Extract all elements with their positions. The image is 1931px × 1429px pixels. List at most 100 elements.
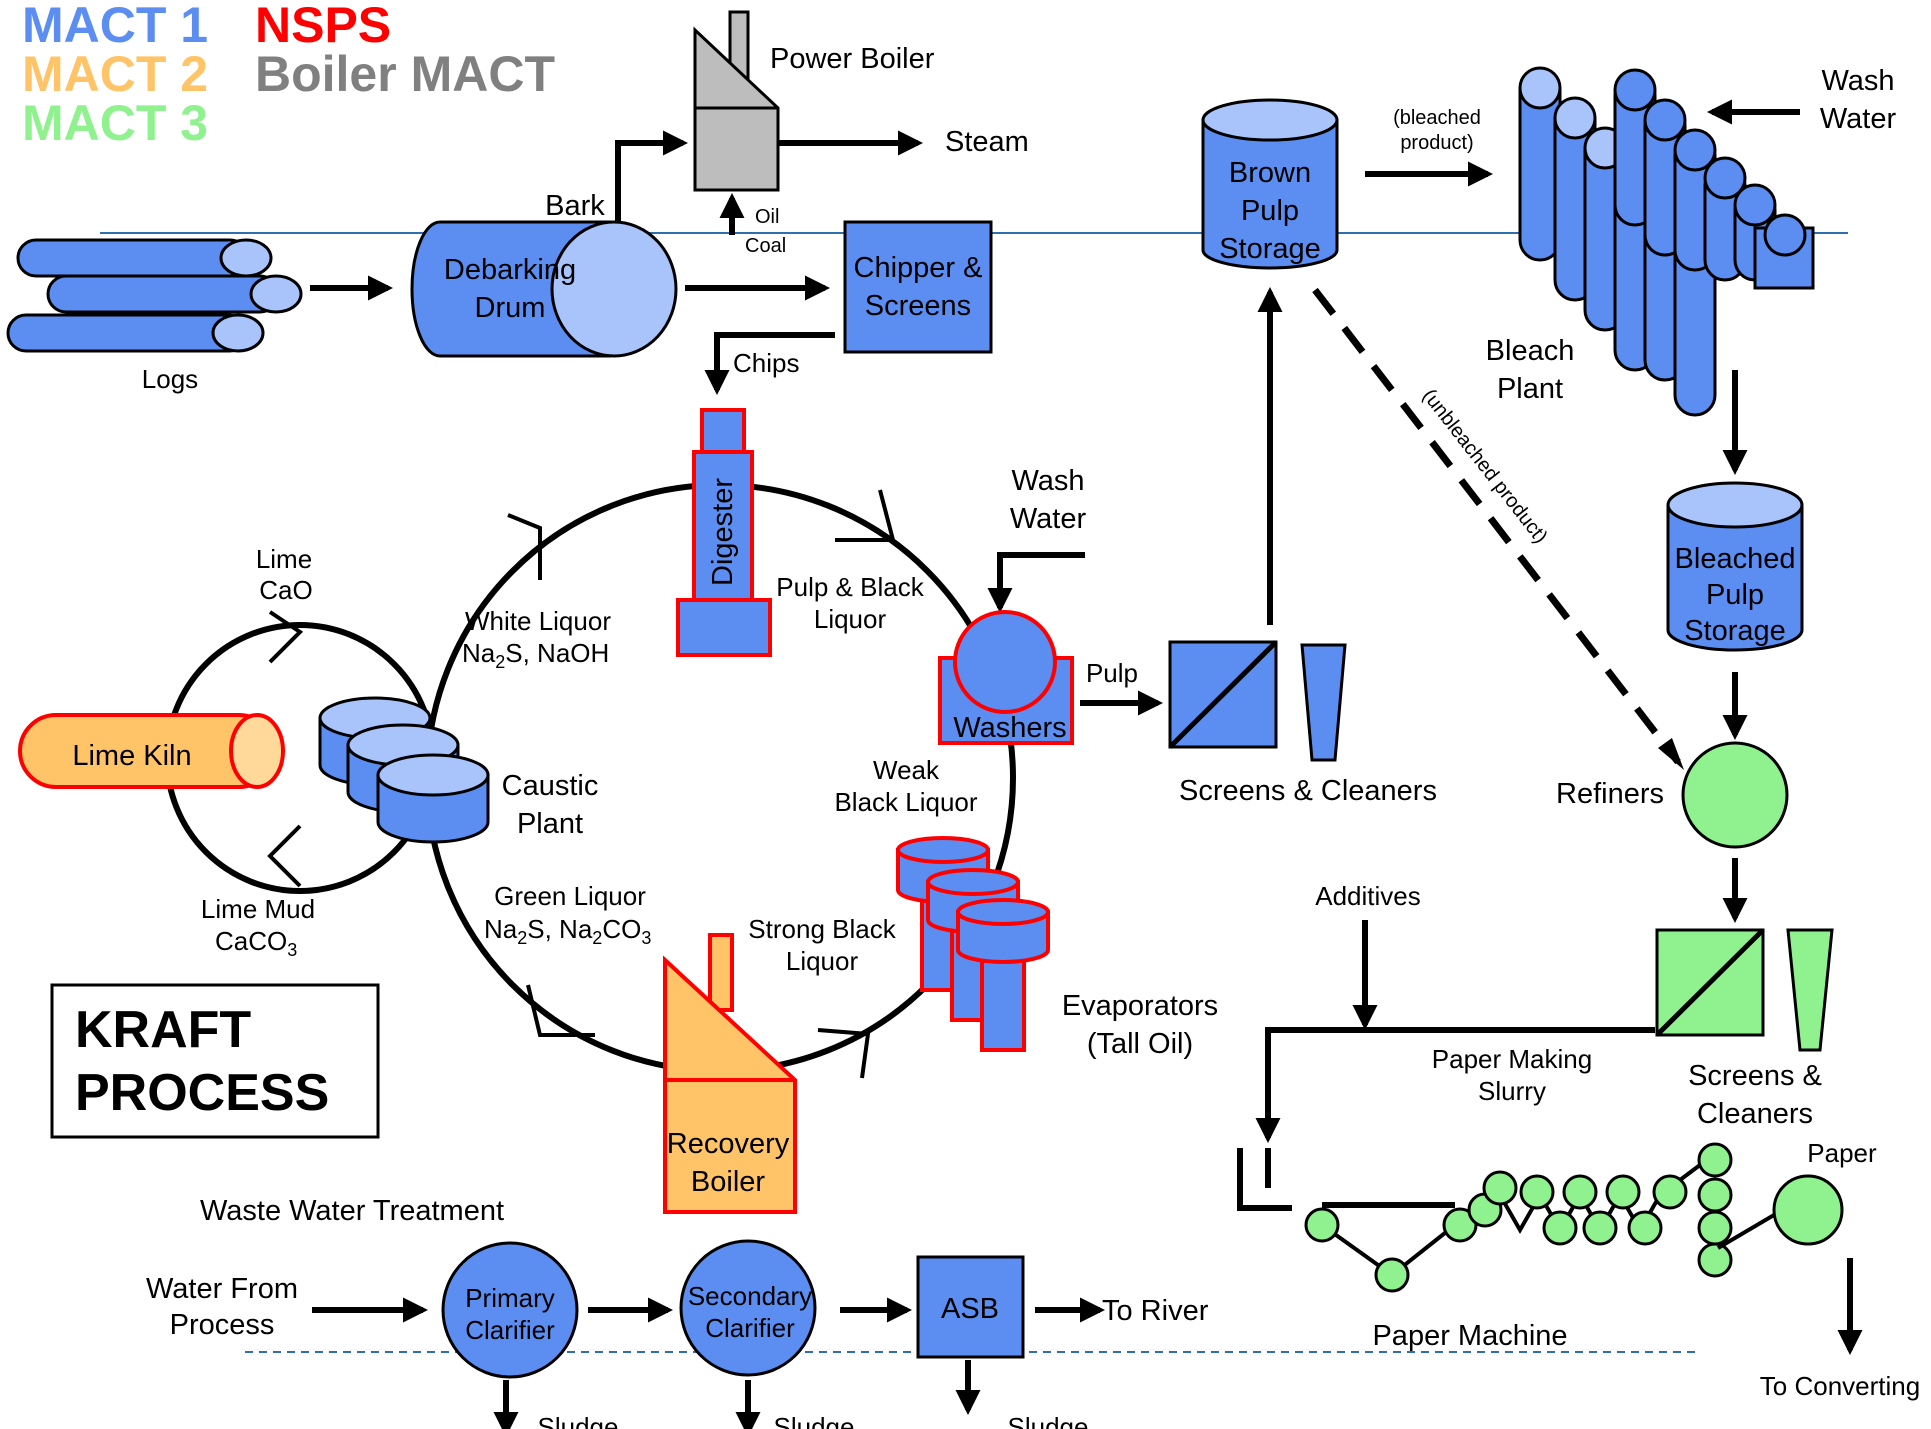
weak-black-liquor-label-2: Black Liquor [834,787,977,817]
legend-mact1: MACT 1 [22,0,208,53]
bleached-pulp-storage: Bleached Pulp Storage [1666,481,1804,652]
recovery-boiler: Recovery Boiler [663,933,797,1214]
lime-label-2: CaO [259,575,312,605]
chipper-screens: Chipper & Screens [843,220,993,354]
refiners [1681,741,1789,849]
legend: MACT 1 MACT 2 MACT 3 NSPS Boiler MACT [22,0,555,151]
lime-kiln: Lime Kiln [18,713,285,789]
strong-black-liquor-label-2: Liquor [786,946,859,976]
debarking-drum: Debarking Drum [410,220,678,358]
caustic-plant-label: Caustic [502,770,599,802]
sludge-label-1: Sludge [538,1412,619,1429]
screens-cleaners-2-label: Screens & [1688,1060,1822,1092]
additives-label: Additives [1315,881,1421,911]
secondary-clarifier-label: Secondary [688,1281,812,1311]
bleach-plant [1518,66,1815,417]
steam-label: Steam [945,126,1029,158]
legend-nsps: NSPS [255,0,391,53]
evaporators-label-2: (Tall Oil) [1087,1028,1193,1060]
loop-arrow [507,513,542,580]
screens-cleaners-2-label-2: Cleaners [1697,1098,1813,1130]
waste-water-label: Waste Water Treatment [200,1195,504,1227]
weak-black-liquor-label: Weak [873,755,940,785]
wash-water-label: Wash [1011,465,1084,497]
recovery-boiler-label-2: Boiler [691,1166,765,1198]
title-line-1: KRAFT [75,1001,251,1059]
debarking-label-2: Drum [475,292,546,324]
asb: ASB [916,1255,1025,1359]
logs-label: Logs [142,364,198,394]
brown-pulp-storage: Brown Pulp Storage [1201,98,1339,270]
paper-machine-label: Paper Machine [1372,1320,1567,1352]
legend-mact2: MACT 2 [22,46,208,102]
lime-mud-formula: CaCO3 [215,926,297,960]
brown-pulp-label-2: Pulp [1241,195,1299,227]
legend-boiler-mact: Boiler MACT [255,46,555,102]
slurry-label: Paper Making [1432,1044,1592,1074]
sludge-label-3: Sludge [1008,1412,1089,1429]
bleach-plant-label: Bleach [1486,335,1575,367]
primary-clarifier-label-2: Clarifier [465,1315,555,1345]
bleached-product-label-2: product) [1400,132,1473,154]
coal-label: Coal [745,235,786,257]
title-box: KRAFT PROCESS [50,983,380,1139]
loop-arrow [526,984,595,1037]
secondary-clarifier-label-2: Clarifier [705,1313,795,1343]
chips-label: Chips [733,348,799,378]
digester-label: Digester [707,478,739,586]
lime-kiln-label: Lime Kiln [72,740,191,772]
power-boiler: Power Boiler [693,10,935,192]
secondary-clarifier: Secondary Clarifier [679,1239,817,1377]
loop-arrow [835,489,896,542]
wash-water-2-label-2: Water [1820,103,1897,135]
lime-label: Lime [256,544,312,574]
evaporators [896,836,1050,1052]
logs: Logs [6,238,303,394]
brown-pulp-label-3: Storage [1219,233,1321,265]
bleached-pulp-label-2: Pulp [1706,579,1764,611]
bleach-plant-label-2: Plant [1497,373,1563,405]
bark-label: Bark [545,190,605,222]
water-from-process-label: Water From [146,1273,298,1305]
water-from-process-label-2: Process [170,1309,275,1341]
washers-label: Washers [953,712,1066,744]
to-converting-label: To Converting [1760,1371,1920,1401]
white-liquor-formula: Na2S, NaOH [462,638,609,672]
unbleached-product-label: (unbleached product) [1418,385,1552,547]
screens-cleaners-label: Screens & Cleaners [1179,775,1437,807]
primary-clarifier: Primary Clarifier [441,1241,579,1379]
caustic-plant: Caustic Plant [318,696,599,844]
lime-loop-arrow [267,824,302,888]
green-liquor-label: Green Liquor [494,881,646,911]
chipper-label: Chipper & [854,252,983,284]
refiners-label: Refiners [1556,778,1664,810]
evaporators-label: Evaporators [1062,990,1218,1022]
unbleached-path [1312,287,1681,765]
pulp-black-liquor-label: Pulp & Black [776,572,924,602]
brown-pulp-label: Brown [1229,157,1311,189]
strong-black-liquor-label: Strong Black [748,914,896,944]
pulp-black-liquor-label-2: Liquor [814,604,887,634]
slurry-label-2: Slurry [1478,1076,1546,1106]
legend-mact3: MACT 3 [22,95,208,151]
lime-loop-arrow [268,610,304,664]
bleached-product-label: (bleached [1393,107,1481,129]
green-liquor-formula: Na2S, Na2CO3 [484,914,651,948]
screens-cleaners-1: Screens & Cleaners [1168,640,1437,807]
paper-label: Paper [1807,1138,1877,1168]
title-line-2: PROCESS [75,1064,329,1122]
sludge-label-2: Sludge [774,1412,855,1429]
to-river-label: To River [1102,1295,1209,1327]
debarking-label: Debarking [444,254,576,286]
pulp-label: Pulp [1086,658,1138,688]
white-liquor-label: White Liquor [465,606,611,636]
bleached-pulp-label-3: Storage [1684,615,1786,647]
loop-arrow [817,1028,871,1079]
power-boiler-label: Power Boiler [770,43,935,75]
washers: Washers [938,610,1074,745]
recovery-boiler-label: Recovery [667,1128,790,1160]
bleached-pulp-label: Bleached [1675,543,1796,575]
lime-mud-label: Lime Mud [201,894,315,924]
chipper-label-2: Screens [865,290,971,322]
